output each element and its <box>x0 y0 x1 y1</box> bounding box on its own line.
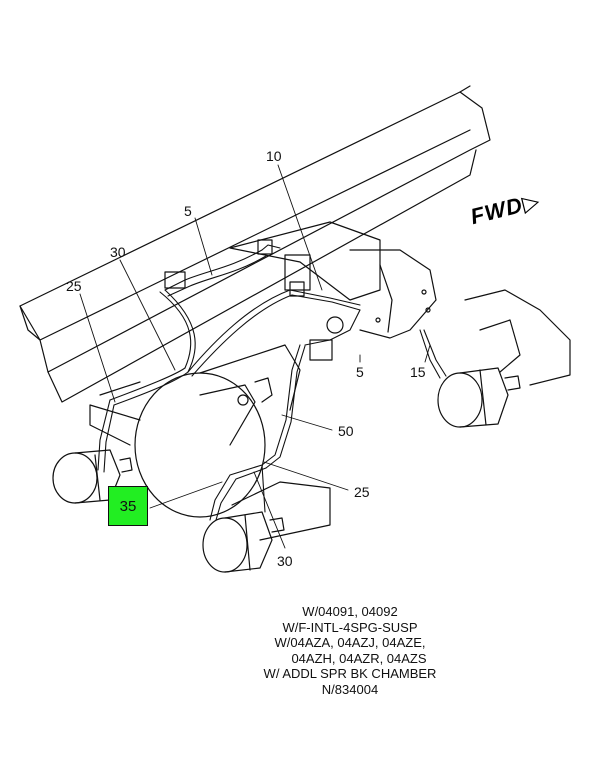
callout-30-lower: 30 <box>277 553 293 569</box>
leader-lines <box>79 164 431 549</box>
callout-10: 10 <box>266 148 282 164</box>
note-line: W/ ADDL SPR BK CHAMBER <box>263 666 437 681</box>
frame-rail <box>19 85 491 403</box>
callout-25-left: 25 <box>66 278 82 294</box>
callout-25-right: 25 <box>354 484 370 500</box>
brake-chamber-center <box>202 511 285 573</box>
callout-30-upper: 30 <box>110 244 126 260</box>
note-line: 04AZH, 04AZR, 04AZS <box>291 650 427 666</box>
air-lines <box>97 244 447 521</box>
cross-member <box>229 221 437 339</box>
brake-chamber-left <box>52 449 133 504</box>
callout-50: 50 <box>338 423 354 439</box>
note-line: W/F-INTL-4SPG-SUSP <box>282 619 418 635</box>
callout-35: 35 <box>119 497 137 515</box>
callout-35-hotspot[interactable]: 35 <box>108 486 148 526</box>
callout-5-upper: 5 <box>184 203 192 219</box>
valves <box>164 239 344 361</box>
callout-15: 15 <box>410 364 426 380</box>
note-line: N/834004 <box>321 681 379 697</box>
note-line: W/04AZA, 04AZJ, 04AZE, <box>274 635 426 650</box>
applicability-notes: W/04091, 04092 W/F-INTL-4SPG-SUSP W/04AZ… <box>240 604 460 697</box>
brake-chamber-right <box>437 289 571 428</box>
callout-5-lower: 5 <box>356 364 364 380</box>
note-line: W/04091, 04092 <box>302 604 398 619</box>
